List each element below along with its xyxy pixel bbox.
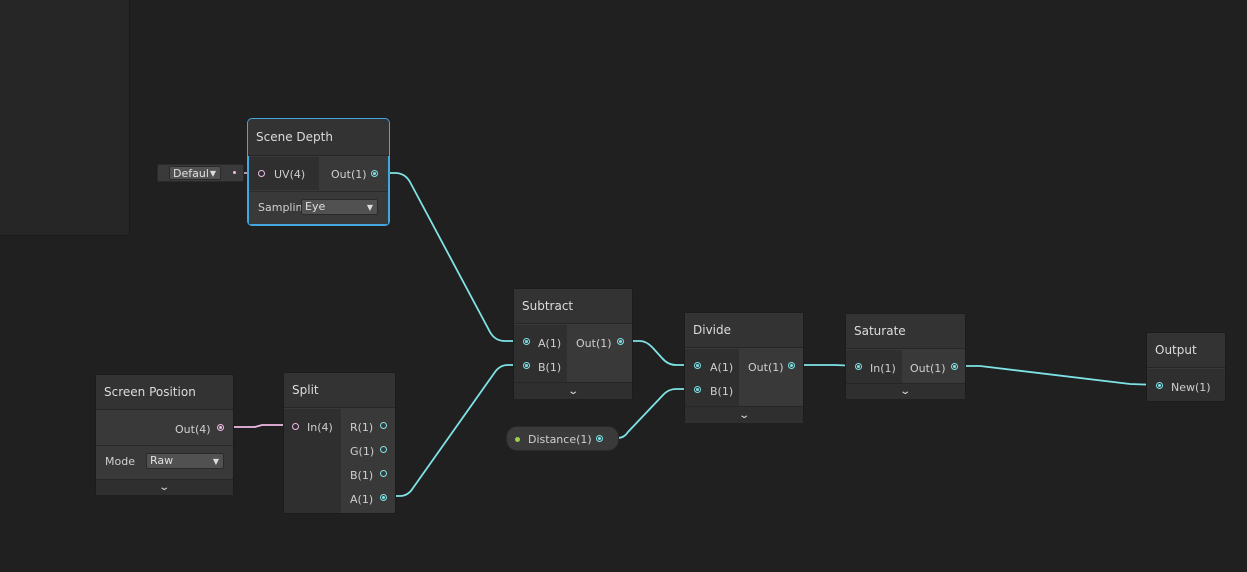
out-output-label: Out(4) <box>175 423 211 436</box>
r-output-label: R(1) <box>350 421 374 434</box>
out-output-port[interactable] <box>371 170 378 177</box>
mode-value: Raw <box>150 454 174 467</box>
g-output-label: G(1) <box>350 445 375 458</box>
b-input-label: B(1) <box>538 361 562 374</box>
wire-scene-depth-to-subtract-a <box>375 172 526 342</box>
wire-saturate-to-output <box>954 365 1160 386</box>
chevron-down-icon: ⌄ <box>738 409 750 421</box>
b-output-label: B(1) <box>350 469 374 482</box>
node-title: Divide <box>685 313 803 348</box>
node-saturate[interactable]: Saturate In(1) Out(1) ⌄ <box>845 313 966 399</box>
mode-dropdown[interactable]: Raw ▼ <box>146 453 224 469</box>
uv-default-port[interactable] <box>232 170 238 176</box>
b-output-port[interactable] <box>380 470 387 477</box>
sampling-value: Eye <box>305 200 326 213</box>
expand-button[interactable]: ⌄ <box>685 406 803 423</box>
a-output-port[interactable] <box>380 494 387 501</box>
inputs-section <box>685 349 739 406</box>
mode-label: Mode <box>105 455 135 468</box>
uv-default-dropdown[interactable]: Defaul ▼ <box>169 166 221 180</box>
expand-button[interactable]: ⌄ <box>846 383 965 399</box>
chevron-down-icon: ⌄ <box>567 385 579 397</box>
g-output-port[interactable] <box>380 446 387 453</box>
node-title: Saturate <box>846 314 965 349</box>
out-output-port[interactable] <box>788 362 795 369</box>
r-output-port[interactable] <box>380 422 387 429</box>
chevron-down-icon: ⌄ <box>899 386 912 397</box>
triangle-down-icon: ▼ <box>212 457 219 466</box>
node-divide[interactable]: Divide A(1) B(1) Out(1) ⌄ <box>684 312 804 423</box>
a-output-label: A(1) <box>350 493 374 506</box>
sampling-label: Samplin <box>258 201 303 214</box>
sampling-dropdown[interactable]: Eye ▼ <box>301 199 378 215</box>
property-indicator-dot <box>515 437 520 442</box>
distance-output-port[interactable] <box>596 435 603 442</box>
uv-input-label: UV(4) <box>274 168 306 181</box>
node-title: Scene Depth <box>248 119 389 156</box>
wire-distance-to-divide-b <box>599 388 697 439</box>
wire-split-a-to-subtract-b <box>383 364 526 497</box>
node-subtract[interactable]: Subtract A(1) B(1) Out(1) ⌄ <box>513 288 633 399</box>
in-input-port[interactable] <box>292 423 299 430</box>
new-input-label: New(1) <box>1171 381 1211 394</box>
node-scene-depth[interactable]: Scene Depth UV(4) Out(1) Samplin Eye ▼ <box>247 118 390 226</box>
triangle-down-icon: ▼ <box>366 203 373 212</box>
out-output-label: Out(1) <box>576 337 612 350</box>
uv-default-value: Defaul <box>173 167 209 180</box>
a-input-port[interactable] <box>523 338 530 345</box>
distance-label: Distance(1) <box>528 433 592 446</box>
a-input-label: A(1) <box>710 361 734 374</box>
a-input-label: A(1) <box>538 337 562 350</box>
node-title: Output <box>1147 333 1225 368</box>
expand-button[interactable]: ⌄ <box>96 479 233 495</box>
out-output-label: Out(1) <box>331 168 367 181</box>
a-input-port[interactable] <box>694 362 701 369</box>
property-distance[interactable]: Distance(1) <box>506 426 619 451</box>
node-split[interactable]: Split In(4) R(1) G(1) B(1) A(1) <box>283 372 396 514</box>
new-input-port[interactable] <box>1156 382 1163 389</box>
out-output-port[interactable] <box>951 363 958 370</box>
node-output[interactable]: Output New(1) <box>1146 332 1226 402</box>
left-side-panel <box>0 0 130 236</box>
uv-input-port[interactable] <box>258 170 265 177</box>
in-input-label: In(4) <box>307 421 333 434</box>
out-output-port[interactable] <box>217 424 224 431</box>
out-output-port[interactable] <box>617 338 624 345</box>
node-title: Screen Position <box>96 375 233 410</box>
b-input-port[interactable] <box>694 386 701 393</box>
wire-screen-position-to-split <box>221 424 295 428</box>
outputs-section <box>96 411 233 444</box>
wire-subtract-to-divide-a <box>620 340 697 366</box>
b-input-port[interactable] <box>523 362 530 369</box>
b-input-label: B(1) <box>710 385 734 398</box>
out-output-label: Out(1) <box>748 361 784 374</box>
node-title: Split <box>284 373 395 408</box>
node-screen-position[interactable]: Screen Position Out(4) Mode Raw ▼ ⌄ <box>95 374 234 495</box>
in-input-label: In(1) <box>870 362 896 375</box>
inputs-section <box>514 325 567 382</box>
node-title: Subtract <box>514 289 632 324</box>
triangle-down-icon: ▼ <box>209 169 216 178</box>
out-output-label: Out(1) <box>910 362 946 375</box>
chevron-down-icon: ⌄ <box>158 482 171 493</box>
in-input-port[interactable] <box>855 363 862 370</box>
expand-button[interactable]: ⌄ <box>514 382 632 399</box>
